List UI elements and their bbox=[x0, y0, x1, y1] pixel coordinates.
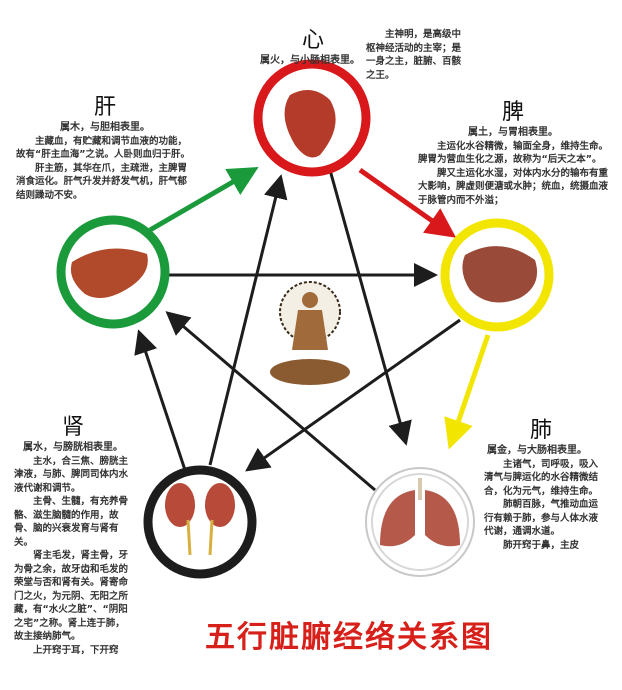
kidney-info: 肾 属水，与膀胱相表里。 主水，合三焦、膀胱主津液，与肺、脾同司体内水液代谢和调… bbox=[14, 415, 132, 657]
liver-relation: 属木，与胆相表里。 bbox=[60, 122, 150, 133]
heart-description: 主神明，是高级中枢神经活动的主宰；是一身之主，脏腑、百骸之王。 bbox=[366, 28, 468, 82]
liver-circle bbox=[56, 215, 170, 329]
kidney-text-1: 主水，合三焦、膀胱主津液，与肺、脾同司体内水液代谢和调节。 bbox=[14, 455, 129, 494]
lung-info: 肺 属金，与大肠相表里。 主诸气，司呼吸，吸入清气与脾运化的水谷精微结合，化为元… bbox=[484, 418, 598, 552]
heart-name: 心 bbox=[301, 28, 324, 53]
kidney-circle bbox=[143, 465, 257, 579]
lung-name: 肺 bbox=[529, 418, 552, 443]
heart-organ-icon bbox=[284, 90, 336, 158]
spleen-name: 脾 bbox=[501, 100, 524, 125]
meditating-figure bbox=[270, 281, 350, 385]
arrow-kidney-to-liver bbox=[134, 329, 187, 471]
lung-text-2: 肺朝百脉，气推动血运行有赖于肺，参与人体水液代谢，通调水道。 bbox=[484, 499, 599, 537]
liver-info: 肝 属木，与胆相表里。 主藏血，有贮藏和调节血液的功能，故有“肝主血海”之说。人… bbox=[16, 95, 194, 202]
heart-info: 心 属火，与小肠相表里。 bbox=[258, 28, 368, 68]
arrow-lung-to-liver bbox=[165, 311, 376, 492]
arrow-heart-to-spleen bbox=[358, 167, 457, 238]
heart-circle bbox=[253, 59, 371, 177]
spleen-text-2: 脾又主运化水湿，对体内水分的输布有重大影响，脾虚则便溏或水肿；统血，统摄血液于脉… bbox=[418, 167, 609, 206]
kidney-text-3: 肾主毛发，肾主骨，牙为骨之余，故牙齿和毛发的荣堂与否和肾有关。肾寄命门之火，为元… bbox=[14, 550, 129, 642]
spleen-relation: 属土，与胃相表里。 bbox=[468, 127, 558, 138]
diagram-title: 五行脏腑经络关系图 bbox=[205, 620, 493, 655]
lung-organ-icon bbox=[380, 490, 415, 547]
arrow-liver-to-heart bbox=[148, 166, 259, 233]
kidney-organ-icon bbox=[165, 483, 195, 527]
arrow-kidney-to-heart bbox=[208, 174, 288, 466]
kidney-text-2: 主骨、生髓，有充养骨骼、滋生脑髓的作用，故骨、脑的兴衰发育与肾有关。 bbox=[14, 496, 129, 548]
lung-relation: 属金，与大肠相表里。 bbox=[487, 445, 587, 456]
liver-text-2: 肝主筋，其华在爪，主疏泄，主脾胃消食运化。肝气升发并舒发气机，肝气郁结则躁动不安… bbox=[16, 162, 188, 201]
lung-circle bbox=[365, 467, 475, 577]
heart-text-1: 主神明，是高级中枢神经活动的主宰；是一身之主，脏腑、百骸之王。 bbox=[366, 29, 462, 81]
spleen-circle bbox=[440, 218, 554, 332]
spleen-info: 脾 属土，与胃相表里。 主运化水谷精微，输面全身，维持生命。脾胃为营血生化之源，… bbox=[418, 100, 608, 207]
arrow-spleen-to-kidney bbox=[245, 318, 461, 472]
liver-name: 肝 bbox=[93, 95, 116, 120]
liver-organ-icon bbox=[70, 248, 148, 298]
spleen-organ-icon bbox=[462, 246, 538, 303]
arrow-heart-to-lung bbox=[328, 169, 412, 446]
kidney-relation: 属水，与膀胱相表里。 bbox=[23, 442, 123, 453]
kidney-name: 肾 bbox=[61, 415, 84, 440]
liver-text-1: 主藏血，有贮藏和调节血液的功能，故有“肝主血海”之说。人卧则血归于肝。 bbox=[16, 135, 190, 161]
heart-relation: 属火，与小肠相表里。 bbox=[260, 55, 360, 66]
spleen-text-1: 主运化水谷精微，输面全身，维持生命。脾胃为营血生化之源，故称为“后天之本”。 bbox=[418, 140, 609, 166]
arrow-spleen-to-lung bbox=[444, 334, 491, 450]
lung-text-3: 肺开窍于鼻，主皮 bbox=[503, 539, 580, 551]
kidney-text-4: 上开窍于耳，下开窍 bbox=[33, 644, 119, 656]
lung-text-1: 主诸气，司呼吸，吸入清气与脾运化的水谷精微结合，化为元气，维持生命。 bbox=[484, 458, 599, 497]
